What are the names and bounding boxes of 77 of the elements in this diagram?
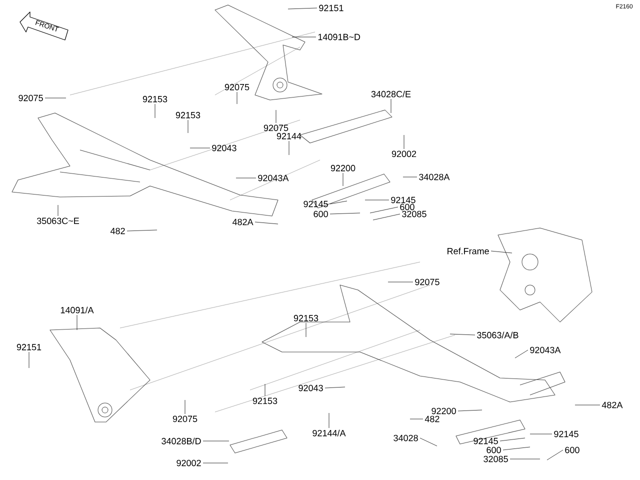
leader-line (202, 440, 230, 442)
part-number: 92153 (142, 96, 168, 102)
part-number: 32085 (484, 456, 508, 462)
leader-line (288, 140, 290, 156)
part-number: 482 (424, 416, 440, 422)
leader-line (330, 200, 348, 204)
part-number: 92153 (252, 398, 278, 404)
part-number: 34028B/D (162, 438, 201, 444)
leader-line (458, 410, 482, 412)
leader-line (342, 172, 344, 186)
part-number: 34028A (419, 174, 450, 180)
part-number: 92075 (415, 278, 440, 286)
part-number: 92002 (176, 460, 201, 466)
leader-line (154, 104, 156, 118)
leader-line (202, 462, 228, 464)
leader-line (372, 214, 400, 220)
part-number: 92145 (474, 438, 498, 444)
leader-line (450, 334, 476, 336)
part-number: 482 (110, 228, 125, 234)
leader-line (514, 350, 528, 358)
part-number: 14091B~D (318, 34, 360, 40)
part-number: 34028C/E (371, 90, 411, 98)
leader-line (264, 384, 266, 396)
leader-line (76, 314, 78, 330)
part-number: 482A (232, 218, 254, 226)
part-number: 600 (486, 446, 501, 454)
part-number: 92043A (530, 346, 561, 354)
part-number: 35063/A/B (477, 332, 518, 338)
part-number: 92151 (16, 344, 42, 350)
leader-line (370, 206, 398, 214)
part-number: 92200 (432, 408, 456, 414)
part-number: 92002 (392, 150, 416, 158)
part-number: 34028 (394, 434, 418, 442)
part-number: 32085 (402, 210, 426, 218)
part-number: 92151 (319, 4, 344, 12)
part-number: 92043 (212, 144, 236, 152)
part-number: 482A (602, 402, 623, 408)
leader-line (390, 98, 392, 114)
part-number: 92145 (304, 200, 328, 208)
part-number: 92153 (294, 314, 318, 322)
leader-line (292, 36, 316, 38)
part-number: 92075 (224, 84, 250, 90)
part-number: 600 (314, 210, 328, 218)
part-number: 92075 (264, 124, 288, 132)
part-number: 600 (565, 446, 580, 454)
leader-line (324, 386, 346, 388)
leader-line (236, 92, 238, 104)
part-number: 92144/A (312, 430, 346, 436)
leader-line (420, 438, 438, 446)
leader-line (328, 412, 330, 428)
part-number: 92145 (554, 430, 578, 438)
leader-line (490, 250, 512, 254)
part-number: 92075 (172, 416, 198, 422)
part-number: 600 (400, 204, 414, 210)
part-number: 92075 (18, 94, 43, 102)
leader-line (126, 230, 158, 232)
leader-line (402, 176, 418, 178)
part-number: 92144 (276, 132, 302, 140)
leader-line (288, 8, 318, 10)
leader-line (546, 450, 564, 460)
part-number: Ref.Frame (448, 248, 489, 254)
part-number: 92145 (391, 196, 416, 204)
leader-line (510, 458, 540, 460)
part-number: 92153 (176, 112, 200, 118)
leader-line (184, 400, 186, 414)
leader-line (410, 418, 424, 420)
part-number: 35063C~E (36, 218, 79, 224)
part-number: 92200 (330, 164, 356, 172)
leader-line (500, 438, 526, 442)
leader-line (28, 352, 30, 368)
leader-line (502, 446, 530, 450)
part-number: 92043A (258, 174, 289, 182)
part-number: 92043 (298, 384, 323, 392)
part-number: 14091/A (60, 306, 94, 314)
leader-line (254, 222, 278, 224)
leader-line (330, 212, 360, 214)
leader-line (574, 404, 600, 406)
